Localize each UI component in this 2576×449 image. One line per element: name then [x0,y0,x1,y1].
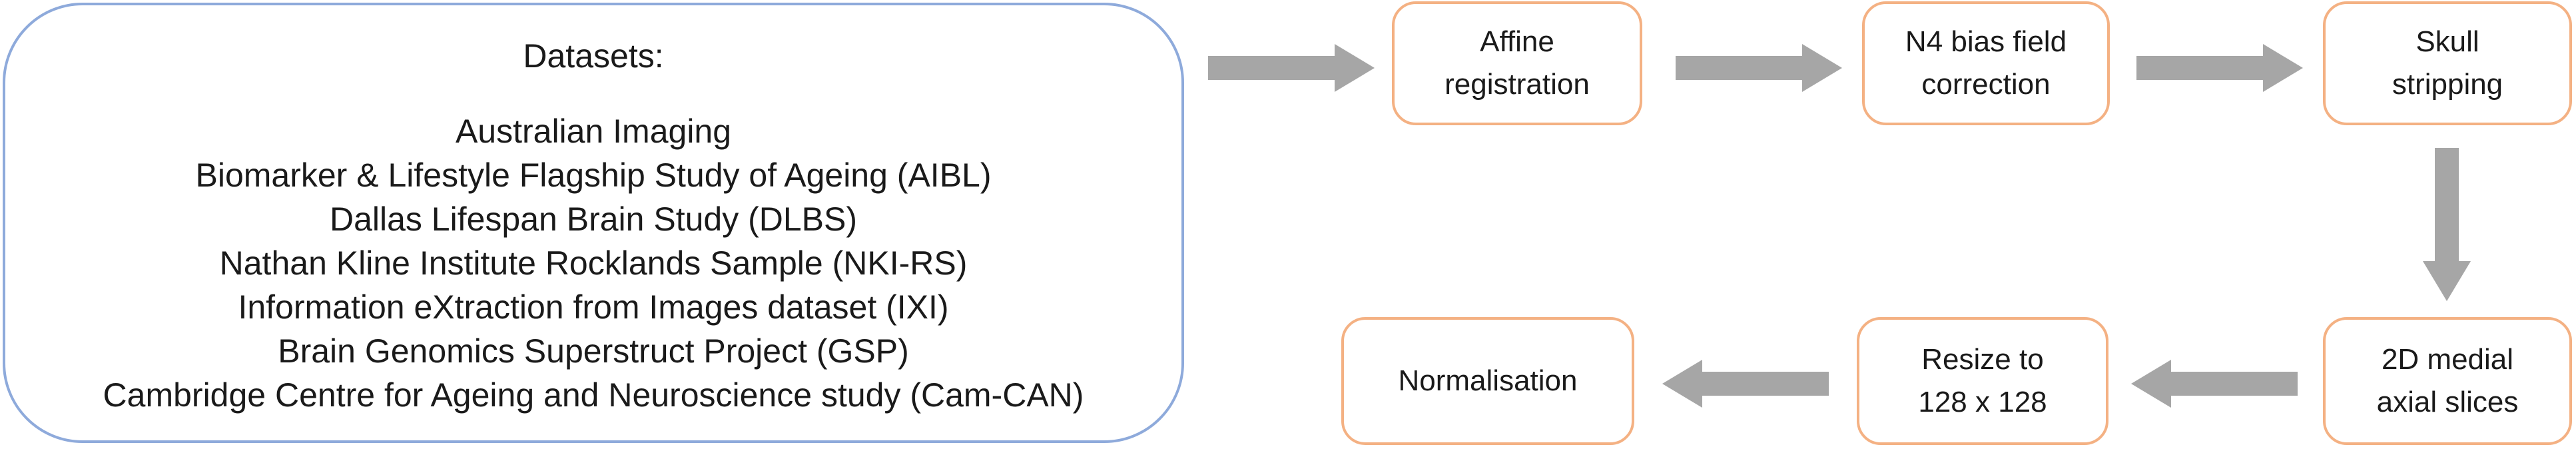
arrow-skull-to-slices [2423,148,2471,301]
dataset-item-dlbs: Dallas Lifespan Brain Study (DLBS) [329,201,858,238]
dataset-item-gsp: Brain Genomics Superstruct Project (GSP) [278,332,909,370]
dataset-item-ixi: Information eXtraction from Images datas… [238,288,949,326]
step-affine-registration: Affine registration [1392,1,1642,125]
dataset-item-aibl-line2: Biomarker & Lifestyle Flagship Study of … [195,157,992,194]
dataset-item-nki-rs: Nathan Kline Institute Rocklands Sample … [219,244,968,282]
arrow-n4-to-skull [2136,44,2303,92]
arrow-datasets-to-affine [1208,44,1375,92]
dataset-item-cam-can: Cambridge Centre for Ageing and Neurosci… [103,376,1084,414]
datasets-list: Australian Imaging Biomarker & Lifestyle… [5,109,1181,417]
arrow-resize-to-normalisation [1662,360,1829,408]
step-2d-medial-axial-slices: 2D medial axial slices [2323,317,2572,445]
datasets-box: Datasets: Australian Imaging Biomarker &… [3,3,1184,443]
dataset-item-aibl-line1: Australian Imaging [455,113,732,150]
arrow-affine-to-n4 [1676,44,1842,92]
step-n4-bias-field-correction: N4 bias field correction [1862,1,2110,125]
step-normalisation: Normalisation [1341,317,1634,445]
step-skull-stripping: Skull stripping [2323,1,2572,125]
step-resize: Resize to 128 x 128 [1857,317,2108,445]
datasets-title: Datasets: [523,37,664,75]
arrow-slices-to-resize [2131,360,2298,408]
